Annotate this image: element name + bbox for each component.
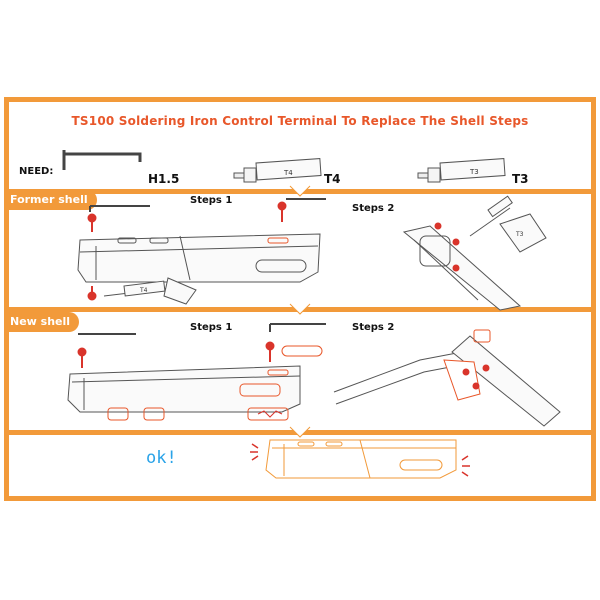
ok-text: ok! xyxy=(146,448,177,468)
former-screw-bottom-icon xyxy=(87,286,97,301)
tool-label-t4: T4 xyxy=(324,172,341,186)
tool-label-h15: H1.5 xyxy=(148,172,180,186)
need-label: NEED: xyxy=(19,166,54,177)
former-step1-screwdriver-icon: T4 xyxy=(103,277,197,305)
former-shell-device xyxy=(77,198,326,283)
former-step-2-label: Steps 2 xyxy=(352,203,395,214)
pointer-arrow-1 xyxy=(289,185,311,197)
pointer-arrow-2 xyxy=(289,303,311,315)
section-tag-new: New shell xyxy=(4,312,80,332)
former-screw-top-right-icon xyxy=(277,201,287,222)
new-step-1-label: Steps 1 xyxy=(190,322,233,333)
sparkle-left-icon xyxy=(250,443,259,461)
new-shell-device xyxy=(67,323,326,421)
new-step-2-label: Steps 2 xyxy=(352,322,395,333)
t4-screwdriver-icon: T4 xyxy=(233,158,322,183)
t3-bit-label: T3 xyxy=(469,168,479,176)
former-step2-device: T3 xyxy=(402,195,547,311)
former-bit-label: T4 xyxy=(139,287,148,294)
former-zoom-bit-label: T3 xyxy=(515,231,524,238)
page-title: TS100 Soldering Iron Control Terminal To… xyxy=(71,114,529,128)
section-tag-former: Former shell xyxy=(4,190,97,210)
hex-key-h15-icon xyxy=(62,150,142,170)
final-assembled-device xyxy=(265,439,457,479)
tool-label-t3: T3 xyxy=(512,172,529,186)
new-step2-device xyxy=(333,329,561,427)
new-screw-right-icon xyxy=(265,341,275,362)
t4-bit-label: T4 xyxy=(283,169,293,177)
former-step-1-label: Steps 1 xyxy=(190,195,233,206)
pointer-arrow-3 xyxy=(289,426,311,438)
t3-screwdriver-icon: T3 xyxy=(417,158,506,183)
former-screw-top-left-icon xyxy=(87,213,97,232)
new-screw-left-icon xyxy=(77,347,87,368)
sparkle-right-icon xyxy=(461,455,470,477)
